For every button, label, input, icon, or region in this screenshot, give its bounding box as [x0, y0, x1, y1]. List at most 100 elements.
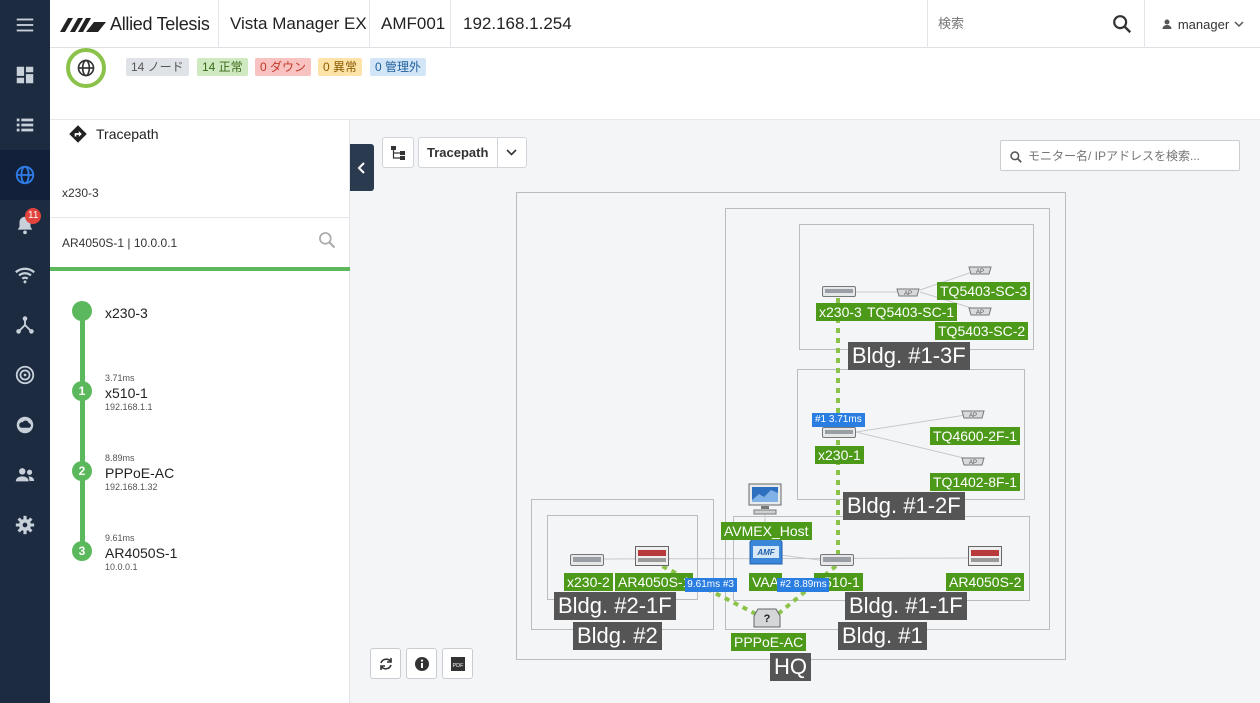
brand-logo: Allied Telesis [60, 13, 210, 35]
mode-label: Tracepath [427, 145, 489, 160]
header-divider [218, 0, 219, 48]
list-icon[interactable] [0, 100, 50, 150]
refresh-icon [379, 657, 392, 670]
timeline-dot-1: 1 [72, 381, 92, 401]
amf-name: AMF001 [381, 14, 446, 33]
dashboard-icon[interactable] [0, 50, 50, 100]
group-label: Bldg. #2-1F [554, 592, 676, 620]
node-label[interactable]: TQ5403-SC-1 [864, 303, 958, 321]
hop-latency-label: #2 8.89ms [777, 578, 829, 592]
hop-latency: 9.61ms [105, 533, 135, 543]
unmanaged-count-badge[interactable]: 0 管理外 [370, 58, 427, 76]
export-pdf-button[interactable]: PDF [442, 648, 473, 679]
node-label[interactable]: PPPoE-AC [731, 633, 807, 651]
hop-latency-label: #1 3.71ms [812, 413, 865, 427]
network-map-icon[interactable] [0, 150, 50, 200]
hop-latency-label: #3 9.61ms [685, 578, 737, 592]
router-icon[interactable] [968, 546, 1002, 566]
chevron-left-icon [357, 161, 365, 174]
search-icon[interactable] [317, 230, 337, 250]
node-label[interactable]: x230-1 [815, 446, 864, 464]
radar-icon[interactable] [0, 350, 50, 400]
node-label[interactable]: TQ1402-8F-1 [930, 473, 1021, 491]
switch-icon[interactable] [822, 286, 856, 297]
info-button[interactable] [406, 648, 437, 679]
vaa-appliance-icon[interactable]: AMF [749, 536, 783, 566]
hop-name: x230-3 [105, 305, 148, 321]
normal-count-badge[interactable]: 14 正常 [197, 58, 248, 76]
abnormal-count-badge[interactable]: 0 異常 [318, 58, 363, 76]
global-search-input[interactable] [938, 12, 1098, 34]
unknown-device-icon[interactable]: ? [753, 608, 781, 628]
product-name: Vista Manager EX [230, 14, 367, 33]
network-status-ring [66, 48, 106, 88]
down-count-badge[interactable]: 0 ダウン [255, 58, 312, 76]
node-label[interactable]: TQ5403-SC-3 [937, 282, 1031, 300]
timeline-dot-3: 3 [72, 541, 92, 561]
user-icon [1162, 19, 1172, 29]
refresh-button[interactable] [370, 648, 401, 679]
brand-name: Allied Telesis [110, 13, 210, 34]
notifications-icon[interactable]: 11 [0, 200, 50, 250]
search-icon[interactable] [1111, 13, 1133, 35]
timeline-dot-2: 2 [72, 461, 92, 481]
trace-source: x230-3 [62, 186, 99, 200]
hop-ip: 192.168.1.1 [105, 402, 153, 412]
monitor-icon[interactable] [748, 483, 782, 515]
access-point-icon[interactable]: AP [960, 454, 986, 466]
menu-icon[interactable] [0, 0, 50, 50]
nodes-count-badge[interactable]: 14 ノード [126, 58, 189, 76]
mode-dropdown[interactable]: Tracepath [418, 137, 527, 168]
node-label[interactable]: TQ5403-SC-2 [935, 322, 1029, 340]
svg-text:?: ? [764, 613, 771, 625]
trace-progress-bar [50, 267, 350, 271]
router-icon[interactable] [635, 546, 669, 566]
node-label[interactable]: VAA [749, 573, 782, 591]
collapse-panel-button[interactable] [350, 144, 374, 191]
header-ip: 192.168.1.254 [463, 14, 572, 33]
header-divider [450, 0, 451, 48]
svg-text:AP: AP [904, 291, 912, 297]
wireless-icon[interactable] [0, 250, 50, 300]
settings-icon[interactable] [0, 500, 50, 550]
switch-icon[interactable] [820, 554, 854, 566]
node-label[interactable]: x230-2 [564, 573, 613, 591]
node-label[interactable]: TQ4600-2F-1 [930, 427, 1021, 445]
notification-count-badge: 11 [25, 208, 42, 224]
header-divider [369, 0, 370, 48]
group-label: Bldg. #1-2F [843, 492, 965, 520]
monitor-search-input[interactable] [1028, 146, 1233, 166]
svg-text:AP: AP [969, 460, 977, 466]
panel-title: Tracepath [96, 126, 159, 142]
switch-icon[interactable] [570, 554, 604, 566]
trace-target-field[interactable]: AR4050S-1 | 10.0.0.1 [50, 217, 350, 267]
node-label[interactable]: AVMEX_Host [721, 522, 812, 540]
svg-text:AMF: AMF [756, 548, 775, 557]
topology-icon[interactable] [0, 300, 50, 350]
cloud-icon[interactable] [0, 400, 50, 450]
layout-tree-button[interactable] [382, 137, 414, 168]
tree-layout-icon [391, 145, 405, 160]
chevron-down-icon [1234, 21, 1244, 28]
user-menu[interactable]: manager [1144, 0, 1260, 48]
access-point-icon[interactable]: AP [895, 285, 921, 297]
access-point-icon[interactable]: AP [960, 407, 986, 419]
node-label[interactable]: x230-3 [816, 303, 865, 321]
node-label[interactable]: AR4050S-1 [615, 573, 694, 591]
pdf-icon: PDF [450, 656, 465, 671]
info-icon [414, 656, 429, 671]
top-header: Allied Telesis Vista Manager EX AMF001 1… [50, 0, 1260, 48]
group-label: Bldg. #1 [838, 622, 927, 650]
nav-rail: 11 [0, 0, 50, 703]
panel-header: Tracepath [68, 124, 159, 144]
globe-icon [77, 59, 95, 77]
svg-text:AP: AP [976, 310, 984, 316]
group-label: Bldg. #2 [573, 622, 662, 650]
switch-icon[interactable] [822, 427, 856, 438]
access-point-icon[interactable]: AP [967, 304, 993, 316]
hop-ip: 192.168.1.32 [105, 482, 158, 492]
users-icon[interactable] [0, 450, 50, 500]
node-label[interactable]: AR4050S-2 [946, 573, 1025, 591]
trace-target-value: AR4050S-1 | 10.0.0.1 [62, 236, 178, 250]
access-point-icon[interactable]: AP [967, 263, 993, 275]
